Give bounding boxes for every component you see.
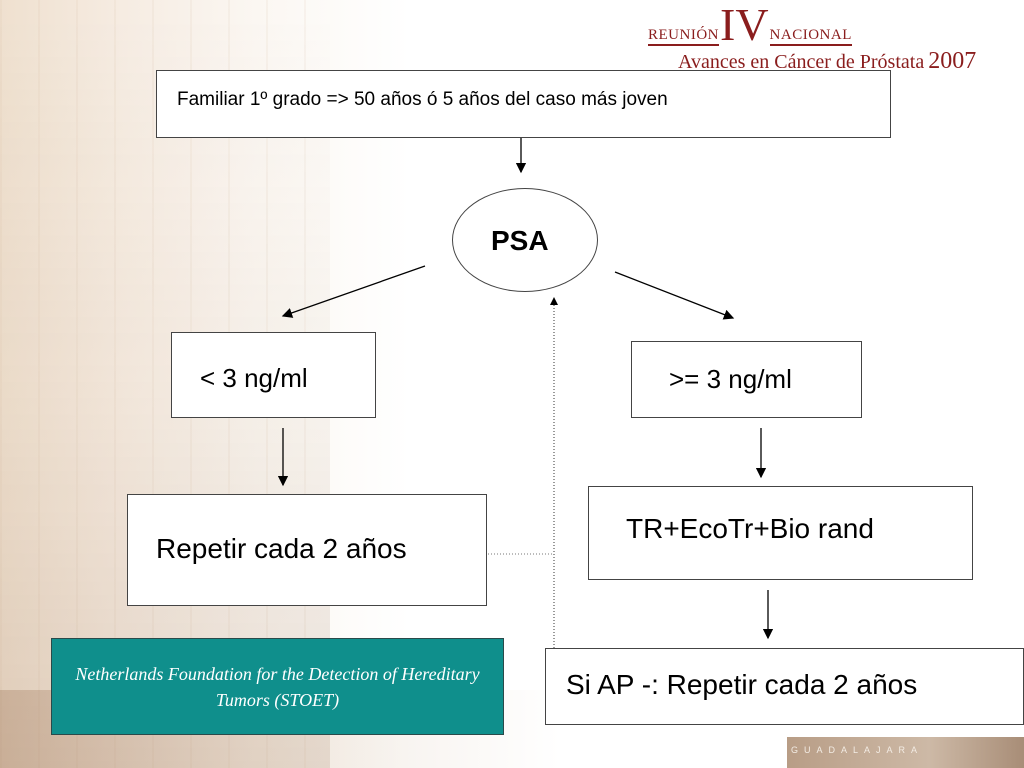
top-criteria-box: Familiar 1º grado => 50 años ó 5 años de… <box>156 70 891 138</box>
test-box: TR+EcoTr+Bio rand <box>588 486 973 580</box>
low-psa-text: < 3 ng/ml <box>200 363 308 393</box>
test-text: TR+EcoTr+Bio rand <box>626 513 874 544</box>
conference-logo: REUNIÓN IV NACIONAL Avances en Cáncer de… <box>648 0 1018 75</box>
arrow-psa-to-low <box>281 265 426 318</box>
psa-label: PSA <box>491 225 549 256</box>
location-badge-text: GUADALAJARA <box>791 745 924 755</box>
high-psa-box: >= 3 ng/ml <box>631 341 862 418</box>
top-criteria-text: Familiar 1º grado => 50 años ó 5 años de… <box>177 89 668 110</box>
logo-nacional: NACIONAL <box>769 27 852 46</box>
repeat-box: Repetir cada 2 años <box>127 494 487 606</box>
location-badge: GUADALAJARA <box>787 737 1024 768</box>
source-note-text: Netherlands Foundation for the Detection… <box>75 663 480 710</box>
logo-top-line: REUNIÓN IV NACIONAL <box>648 0 852 50</box>
arrow-psa-to-high <box>614 271 735 320</box>
logo-year: 2007 <box>928 48 977 74</box>
logo-subtitle: Avances en Cáncer de Próstata <box>678 51 925 73</box>
source-note-box: Netherlands Foundation for the Detection… <box>51 638 504 735</box>
logo-reunion: REUNIÓN <box>648 27 719 46</box>
si-ap-text: Si AP -: Repetir cada 2 años <box>566 669 918 700</box>
low-psa-box: < 3 ng/ml <box>171 332 376 418</box>
repeat-text: Repetir cada 2 años <box>156 533 407 564</box>
high-psa-text: >= 3 ng/ml <box>669 364 792 394</box>
psa-node: PSA <box>452 188 598 292</box>
si-ap-box: Si AP -: Repetir cada 2 años <box>545 648 1024 725</box>
logo-roman-numeral: IV <box>720 0 769 50</box>
